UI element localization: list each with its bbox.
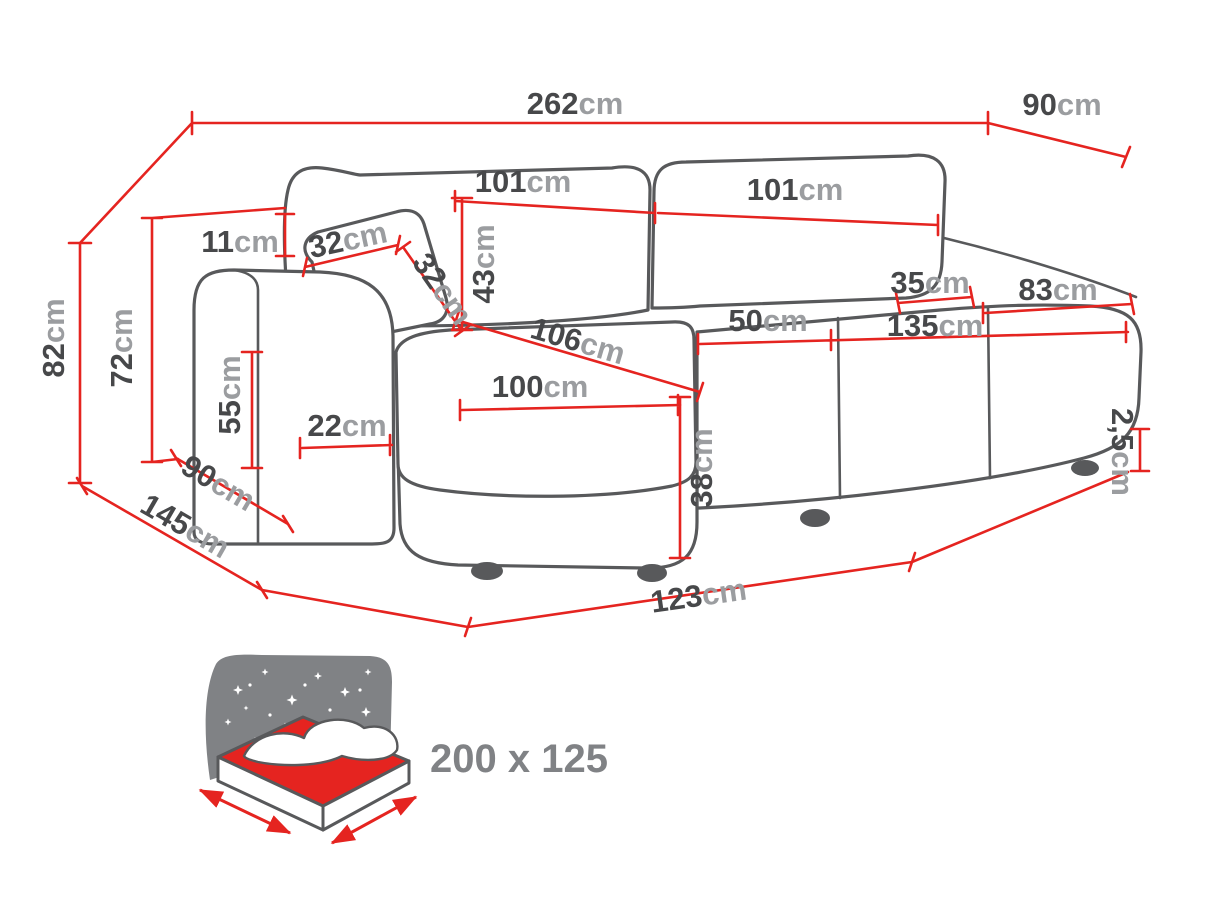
dim-line-right-top-width: [981, 292, 1136, 325]
sofa-leg: [471, 562, 503, 580]
sleeping-function-icon: 200 x 125: [198, 654, 608, 845]
stars: [224, 668, 372, 768]
dim-label-armrest-height: 55cm: [212, 355, 247, 434]
bed-width-arrow: [198, 788, 292, 835]
sleeping-size-label: 200 x 125: [430, 737, 608, 781]
dim-line-chaise-width: [458, 393, 682, 422]
dim-label-total-depth: 90cm: [1022, 87, 1101, 122]
dim-label-back-cushion-left: 101cm: [475, 164, 572, 199]
dim-label-back-cushion-right: 101cm: [747, 172, 844, 207]
dim-label-gap-back: 11cm: [201, 224, 279, 259]
dim-line-total-width: [78, 110, 990, 245]
sofa-armrest-front-edge: [232, 268, 260, 544]
dim-label-chaise-width: 100cm: [492, 369, 589, 404]
dim-line-top-shelf: [894, 285, 976, 315]
dim-line-leg-height: [1129, 427, 1151, 473]
dim-label-total-width: 262cm: [527, 86, 624, 121]
dim-label-seat-50: 50cm: [728, 303, 807, 338]
sofa-back-deck-edge: [942, 236, 1138, 299]
dim-label-total-height: 82cm: [36, 298, 71, 377]
sofa-leg: [637, 564, 667, 582]
sofa-right-section: [695, 303, 1143, 510]
dim-label-backrest-height: 72cm: [104, 308, 139, 387]
dim-line-back-cushion-left: [453, 189, 657, 225]
sofa-right-seam-1: [836, 316, 842, 500]
dimension-lines: [67, 110, 1151, 638]
sofa-leg: [1071, 460, 1099, 476]
bed-depth-arrow: [330, 795, 418, 845]
dim-line-total-depth: [986, 121, 1132, 169]
dim-label-chaise-length: 123cm: [648, 572, 748, 620]
sofa-drawing: [192, 153, 1143, 582]
dim-label-back-cushion-height: 43cm: [466, 224, 501, 303]
dim-line-chaise-length: [260, 470, 1130, 638]
dim-line-chaise-diagonal: [451, 309, 705, 403]
sofa-leg: [800, 509, 830, 527]
sofa-back-cushion-right: [650, 153, 947, 310]
dim-label-seat-135: 135cm: [887, 308, 984, 343]
dim-line-gap-back: [274, 212, 296, 258]
dim-line-back-cushion-right: [656, 211, 940, 237]
dim-line-backrest-height: [140, 206, 287, 464]
dim-line-total-height: [67, 241, 93, 485]
dim-line-seat-50-135: [696, 320, 1130, 356]
dim-label-right-top-width: 83cm: [1018, 272, 1097, 307]
dim-label-armrest-width: 22cm: [307, 408, 386, 443]
dim-line-chaise-depth: [169, 448, 295, 534]
dim-line-armrest-width: [298, 433, 394, 460]
dim-line-seat-height: [668, 395, 692, 560]
dim-label-top-shelf: 35cm: [890, 265, 969, 300]
sofa-armrest: [192, 268, 396, 546]
bed-duvet: [242, 718, 399, 767]
dim-line-armrest-height: [240, 350, 264, 470]
dim-label-leg-height: 2,5cm: [1105, 408, 1140, 496]
dim-line-pillow-height: [394, 240, 471, 338]
dim-label-seat-height: 38cm: [684, 428, 719, 507]
